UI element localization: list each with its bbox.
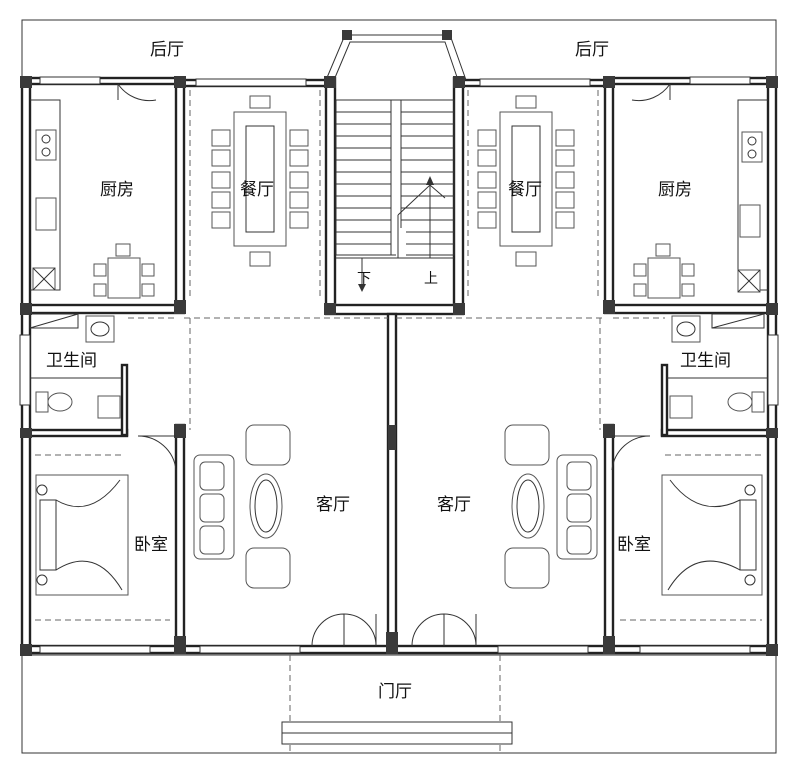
bay-window xyxy=(325,30,467,81)
bedroom-left-label: 卧室 xyxy=(134,535,168,555)
living-left-label: 客厅 xyxy=(316,495,350,515)
dining-tables xyxy=(211,95,575,267)
dining-left-label: 餐厅 xyxy=(240,180,274,200)
columns xyxy=(20,76,778,656)
room-labels: 后厅 后厅 厨房 餐厅 餐厅 厨房 下 上 卫生间 卫生间 客厅 客厅 卧室 卧… xyxy=(46,40,731,702)
living-right-label: 客厅 xyxy=(437,495,471,515)
back-hall-left-label: 后厅 xyxy=(150,40,184,60)
back-hall-right-label: 后厅 xyxy=(575,40,609,60)
bedroom-right-label: 卧室 xyxy=(617,535,651,555)
doors xyxy=(117,83,671,745)
dashed-lines xyxy=(35,90,762,753)
kitchen-fixtures xyxy=(30,99,768,299)
stair-down-label: 下 xyxy=(357,271,371,287)
staircase xyxy=(335,99,455,292)
kitchen-right-label: 厨房 xyxy=(658,180,692,200)
dining-right-label: 餐厅 xyxy=(508,180,542,200)
foyer-label: 门厅 xyxy=(378,682,412,702)
bathroom-right-label: 卫生间 xyxy=(680,351,731,371)
bathroom-fixtures xyxy=(29,313,768,419)
stair-up-label: 上 xyxy=(424,271,438,287)
kitchen-left-label: 厨房 xyxy=(100,180,134,200)
bathroom-left-label: 卫生间 xyxy=(46,351,97,371)
living-furniture xyxy=(193,424,598,589)
beds xyxy=(35,474,763,596)
windows xyxy=(19,76,779,654)
